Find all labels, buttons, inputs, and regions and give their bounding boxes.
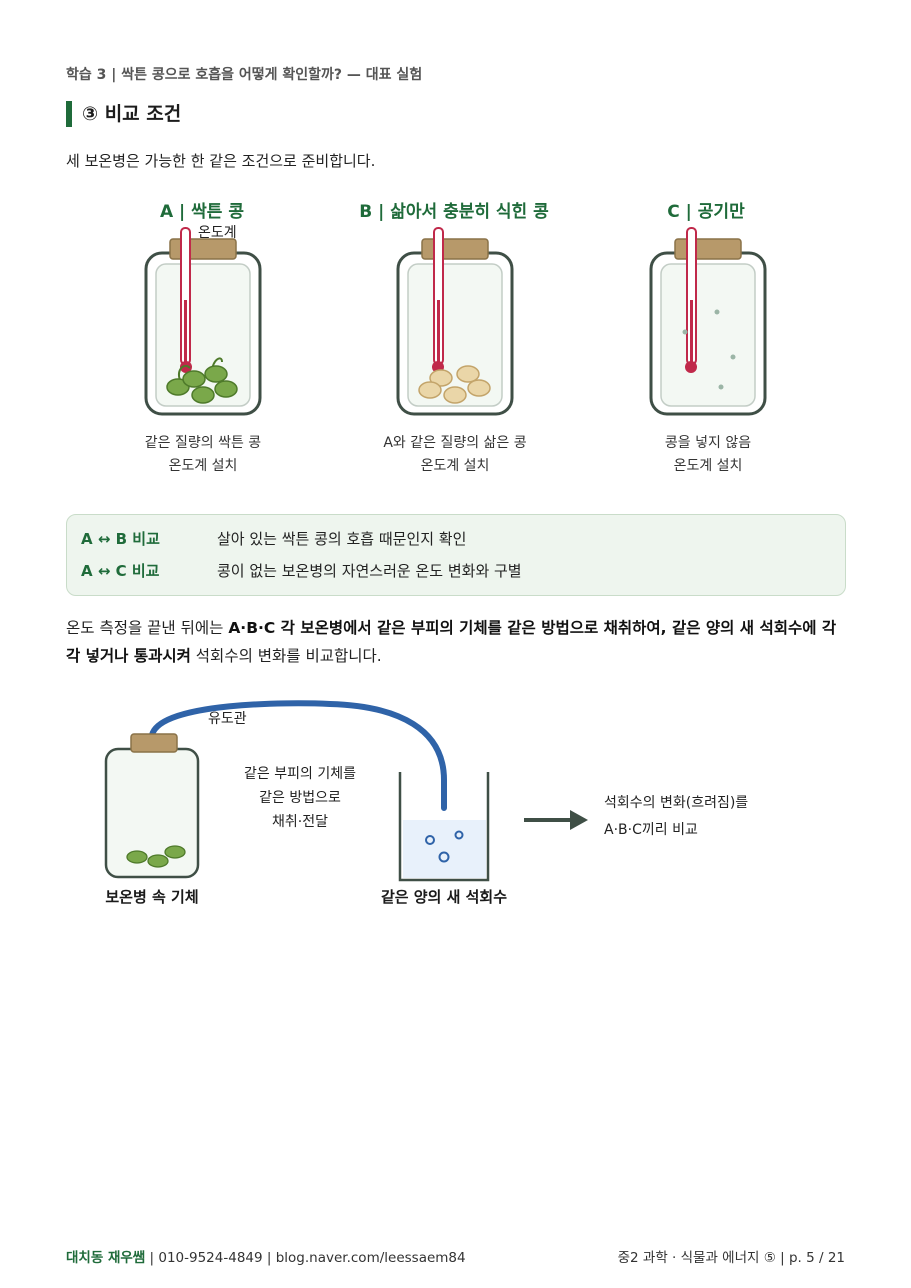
jar-b-caption-line2: 온도계 설치 [420, 458, 490, 474]
intro-text: 세 보온병은 가능한 한 같은 조건으로 준비합니다. [66, 152, 376, 170]
result-text: 석회수의 변화(흐려짐)를 A·B·C끼리 비교 [604, 790, 748, 844]
transfer-line3: 채취·전달 [272, 814, 328, 830]
bottle-label: 보온병 속 기체 [105, 888, 199, 906]
jar-c-caption: 콩을 넣지 않음 온도계 설치 [588, 432, 828, 478]
jar-c-caption-line2: 온도계 설치 [673, 458, 743, 474]
transfer-text: 같은 부피의 기체를 같은 방법으로 채취·전달 [200, 762, 400, 834]
jar-c-label: C | 공기만 [667, 202, 745, 222]
limewater-diagram [104, 700, 588, 882]
result-line1: 석회수의 변화(흐려짐)를 [604, 795, 749, 811]
transfer-line1: 같은 부피의 기체를 [244, 766, 356, 782]
footer-left: 대치동 재우쌤 | 010-9524-4849 | blog.naver.com… [66, 1246, 466, 1266]
jar-a-caption: 같은 질량의 싹튼 콩 온도계 설치 [83, 432, 323, 478]
sprouted-beans [166, 357, 238, 404]
jar-a-caption-line2: 온도계 설치 [168, 458, 238, 474]
jar-b [396, 227, 514, 416]
comparison-ac-key: A ↔ C 비교 [81, 562, 160, 580]
comparison-box: A ↔ B 비교 살아 있는 싹튼 콩의 호흡 때문인지 확인 A ↔ C 비교… [66, 514, 846, 596]
footer-course: 중2 과학 · 식물과 에너지 ⑤ | p. 5 / 21 [617, 1250, 845, 1266]
bottle [104, 733, 200, 879]
arrow-icon [524, 810, 588, 830]
jar-a-caption-line1: 같은 질량의 싹튼 콩 [144, 435, 262, 451]
jar-a [144, 227, 262, 416]
footer-brand: 대치동 재우쌤 [66, 1250, 146, 1266]
header-title: 학습 3 | 싹튼 콩으로 호흡을 어떻게 확인할까? — 대표 실험 [66, 67, 423, 83]
section-accent-bar [66, 101, 72, 127]
tube-label: 유도관 [208, 711, 247, 727]
jars-illustration [144, 227, 767, 416]
comparison-ab-key: A ↔ B 비교 [81, 530, 160, 548]
transfer-line2: 같은 방법으로 [259, 790, 341, 806]
jar-b-label: B | 삶아서 충분히 식힌 콩 [359, 202, 549, 222]
air-particles [682, 309, 736, 390]
footer-contact: | 010-9524-4849 | blog.naver.com/leessae… [145, 1250, 466, 1266]
comparison-ac-value: 콩이 없는 보온병의 자연스러운 온도 변화와 구별 [217, 562, 522, 580]
paragraph-part1: 온도 측정을 끝낸 뒤에는 [66, 619, 229, 637]
jar-b-caption: A와 같은 질량의 삶은 콩 온도계 설치 [335, 432, 575, 478]
beaker [398, 772, 490, 882]
jar-c [649, 227, 767, 416]
paragraph-part2: 석회수의 변화를 비교합니다. [190, 647, 382, 665]
thermometer-label: 온도계 [198, 225, 237, 241]
section-title: ③ 비교 조건 [82, 103, 182, 125]
delivery-tube [149, 700, 447, 811]
procedure-paragraph: 온도 측정을 끝낸 뒤에는 A·B·C 각 보온병에서 같은 부피의 기체를 같… [66, 614, 846, 670]
boiled-beans [418, 365, 491, 404]
beaker-label: 같은 양의 새 석회수 [380, 888, 508, 906]
result-line2: A·B·C끼리 비교 [604, 822, 698, 838]
jar-c-caption-line1: 콩을 넣지 않음 [664, 435, 752, 451]
jar-a-label: A | 싹튼 콩 [159, 202, 245, 222]
jar-b-caption-line1: A와 같은 질량의 삶은 콩 [383, 435, 527, 451]
paragraph-bold: A·B·C 각 보온병에서 같은 부피의 기체를 같은 방법으로 채취하여, 같… [66, 619, 837, 665]
comparison-ab-value: 살아 있는 싹튼 콩의 호흡 때문인지 확인 [217, 530, 467, 548]
